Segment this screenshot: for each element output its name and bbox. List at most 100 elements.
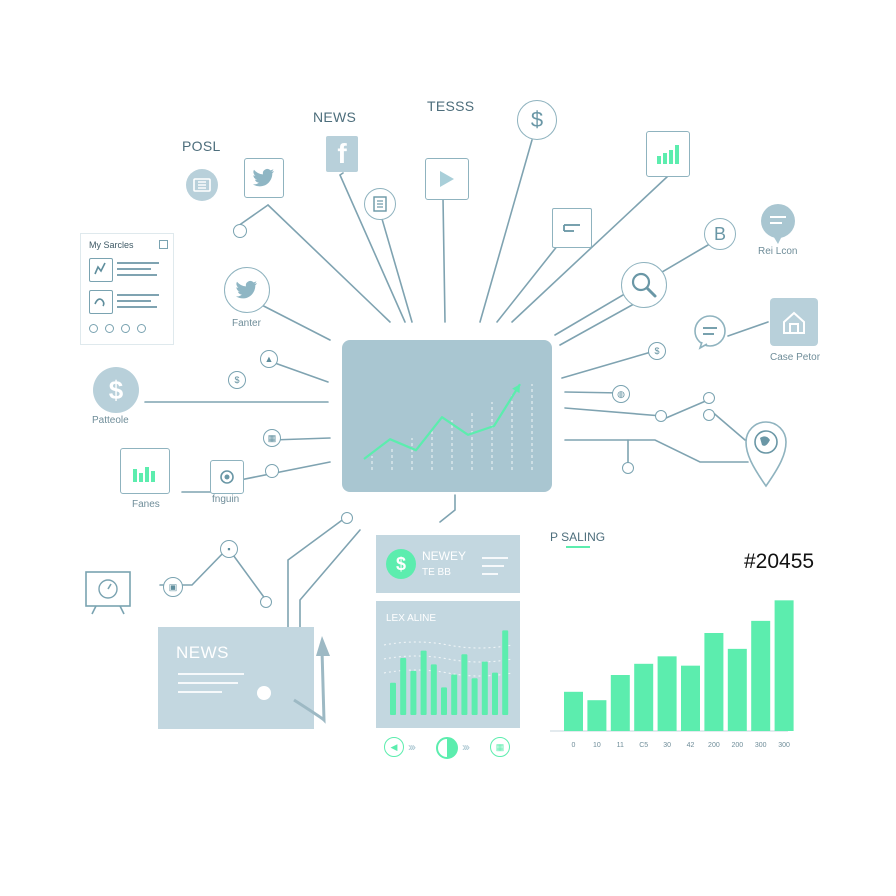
chevrons-icon: ›››	[462, 740, 470, 754]
x-tick-label: 300	[778, 742, 790, 749]
camera-icon[interactable]	[210, 460, 244, 494]
document-circle-icon[interactable]	[364, 188, 396, 220]
series-line	[363, 383, 521, 460]
bar	[610, 675, 630, 731]
x-tick-label: 300	[755, 742, 767, 749]
fanes-chart-icon[interactable]	[120, 448, 170, 494]
dollar-top-icon[interactable]: $	[517, 100, 557, 140]
bar	[430, 664, 437, 715]
bar	[502, 630, 509, 715]
patteole-label: Patteole	[92, 415, 129, 426]
node-icon	[622, 462, 634, 474]
x-tick-label: 30	[663, 742, 671, 749]
twitter-icon[interactable]	[244, 158, 284, 198]
bar	[390, 682, 396, 715]
my-sarcles-panel[interactable]: My Sarcles	[80, 233, 174, 345]
lex-aline-title: LEX ALINE	[386, 613, 437, 624]
x-tick-label: 11	[617, 742, 624, 749]
dollar-right-icon[interactable]: $	[648, 342, 666, 360]
video-icon[interactable]: ▪	[220, 540, 238, 558]
news-card-title: NEWS	[176, 643, 229, 662]
bar	[657, 656, 677, 731]
posl-label: POSL	[182, 138, 221, 154]
newey-subtitle: TE BB	[422, 567, 451, 578]
p-saling-underline	[566, 546, 590, 548]
rei-lcon-label: Rei Lcon	[758, 246, 798, 257]
node-icon	[703, 409, 715, 421]
next-button[interactable]: ▦	[490, 737, 510, 757]
play-video-icon[interactable]	[425, 158, 469, 200]
prev-button[interactable]: ◀	[384, 737, 404, 757]
arrow-curve-icon	[293, 636, 330, 724]
text-lines-icon[interactable]	[552, 208, 592, 248]
bar	[587, 700, 607, 731]
tesss-label: TESSS	[427, 98, 475, 114]
central-line-chart	[363, 383, 533, 470]
gridline	[383, 641, 513, 649]
gallery-icon[interactable]: ▦	[263, 429, 281, 447]
news-card[interactable]: NEWS	[158, 627, 314, 729]
x-tick-label: 10	[593, 742, 601, 749]
p-saling-label: P SALING	[550, 530, 606, 544]
news-circle-icon[interactable]	[186, 169, 218, 201]
chevrons-icon: ›››	[408, 740, 416, 754]
edit-icon[interactable]	[89, 258, 113, 282]
newey-title: NEWEY	[422, 549, 467, 563]
comment-icon[interactable]	[692, 314, 728, 350]
x-tick-label: 42	[687, 742, 695, 749]
location-pin-icon[interactable]	[742, 418, 790, 488]
facebook-icon[interactable]: f	[326, 136, 358, 172]
clipboard-icon[interactable]: ▣	[163, 577, 183, 597]
bar	[461, 654, 468, 715]
x-tick-label: 200	[731, 742, 743, 749]
central-line-chart-panel[interactable]	[342, 340, 552, 492]
bar	[471, 678, 478, 715]
bar	[400, 657, 407, 715]
bar	[451, 674, 458, 715]
stamp-icon[interactable]: ▲	[260, 350, 278, 368]
dollar-small-icon[interactable]: $	[228, 371, 246, 389]
bar	[634, 663, 654, 731]
expand-icon[interactable]	[159, 240, 168, 249]
toggle-button[interactable]	[436, 737, 458, 759]
bar	[420, 650, 427, 715]
case-petor-label: Case Petor	[770, 352, 821, 363]
bar	[774, 600, 794, 731]
node-icon	[341, 512, 353, 524]
lock-icon[interactable]: ◍	[612, 385, 630, 403]
bar	[704, 633, 724, 731]
bar	[564, 691, 583, 731]
node-icon	[265, 464, 279, 478]
bar	[727, 648, 747, 731]
series-arrowhead	[512, 384, 520, 394]
fanter-label: Fanter	[232, 318, 261, 329]
home-icon[interactable]	[770, 298, 818, 346]
lex-aline-card[interactable]: LEX ALINE	[376, 601, 520, 728]
node-icon	[703, 392, 715, 404]
link-icon[interactable]	[89, 290, 113, 314]
x-tick-label: 200	[708, 742, 720, 749]
my-sarcles-title: My Sarcles	[89, 240, 134, 250]
bar	[681, 665, 700, 731]
node-icon	[233, 224, 247, 238]
dollar-large-icon[interactable]: $	[93, 367, 139, 413]
search-icon[interactable]	[621, 262, 667, 308]
hash-value: #20455	[744, 550, 815, 573]
monitor-icon[interactable]	[84, 570, 132, 618]
x-tick-label: 0	[572, 742, 576, 749]
pointer-dot	[257, 686, 271, 700]
fanes-label: Fanes	[132, 499, 160, 510]
news-top-label: NEWS	[313, 109, 357, 125]
bar-chart-icon[interactable]	[646, 131, 690, 177]
chat-bubble-icon[interactable]	[758, 202, 798, 246]
lex-aline-bar-chart	[383, 630, 513, 715]
bar	[410, 670, 417, 715]
bar	[492, 672, 498, 715]
newey-card[interactable]: $ NEWEY TE BB	[376, 535, 520, 593]
fnguin-label: fnguin	[212, 494, 240, 505]
b-coin-icon[interactable]: B	[704, 218, 736, 250]
bar	[441, 687, 447, 715]
twitter-circle-icon[interactable]	[224, 267, 270, 313]
